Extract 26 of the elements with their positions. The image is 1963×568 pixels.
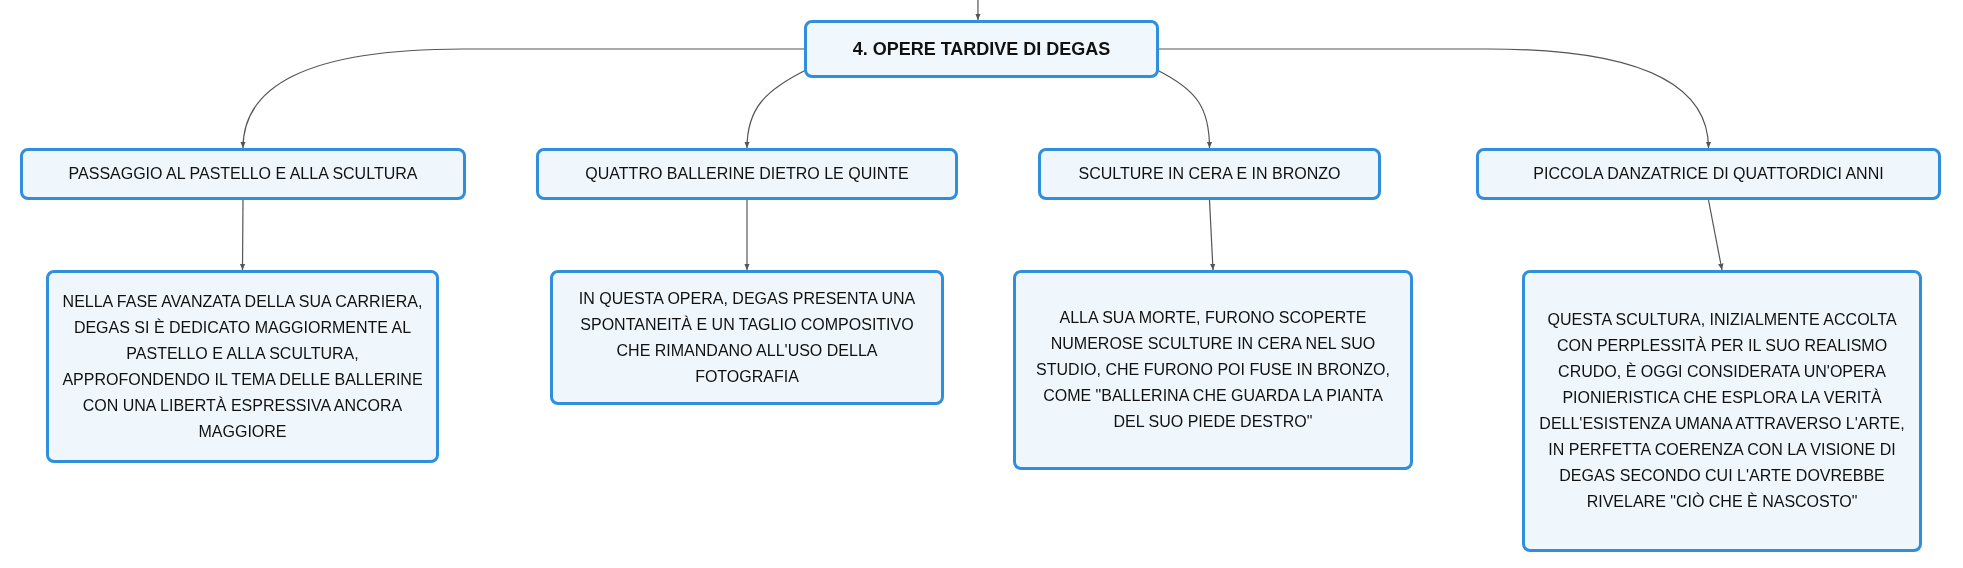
- topic-title: 4. OPERE TARDIVE DI DEGAS: [852, 38, 1111, 61]
- node-text: IN QUESTA OPERA, DEGAS PRESENTA UNA SPONTANEITÀ E UN TAGLIO COMPOSITIVO CHE RIMANDANO ALL'USO DELLA FOTOGRAFIA: [577, 288, 917, 387]
- connector-arrow: [239, 199, 246, 271]
- subtopic-box: [20, 148, 466, 200]
- connector-arrow: [1156, 69, 1212, 149]
- subtopic-box: [536, 148, 958, 200]
- topic-box: [804, 20, 1159, 78]
- node-text: NELLA FASE AVANZATA DELLA SUA CARRIERA, DEGAS SI È DEDICATO MAGGIORMENTE AL PASTELLO E ALLA SCULTURA, APPROFONDENDO IL TEMA DELLE BALLERINE CON UNA LIBERTÀ ESPRESSIVA ANCORA MAGGIORE: [61, 291, 424, 442]
- description-box: [1013, 270, 1413, 470]
- node-text: PASSAGGIO AL PASTELLO E ALLA SCULTURA: [68, 164, 418, 184]
- connector-arrow: [1208, 199, 1216, 271]
- connector-arrow: [1158, 48, 1711, 149]
- description-box: [550, 270, 944, 405]
- connector-arrow: [744, 199, 750, 271]
- node-text: SCULTURE IN CERA E IN BRONZO: [1078, 164, 1341, 184]
- node-text: ALLA SUA MORTE, FURONO SCOPERTE NUMEROSE SCULTURE IN CERA NEL SUO STUDIO, CHE FURONO POI FUSE IN BRONZO, COME "BALLERINA CHE GUARDA LA PIANTA DEL SUO PIEDE DESTRO": [1035, 308, 1391, 432]
- subtopic-box: [1038, 148, 1381, 200]
- node-text: QUATTRO BALLERINE DIETRO LE QUINTE: [585, 164, 909, 184]
- connector-arrow: [975, 0, 981, 21]
- description-box: [1522, 270, 1922, 552]
- node-text: PICCOLA DANZATRICE DI QUATTORDICI ANNI: [1533, 164, 1884, 184]
- description-box: [46, 270, 439, 463]
- connector-arrow: [240, 48, 805, 149]
- subtopic-box: [1476, 148, 1941, 200]
- node-text: QUESTA SCULTURA, INIZIALMENTE ACCOLTA CON PERPLESSITÀ PER IL SUO REALISMO CRUDO, È OGGI CONSIDERATA UN'OPERA PIONIERISTICA CHE ESPLORA LA VERITÀ DELL'ESISTENZA UMANA ATTRAVERSO L'ARTE, IN PERFETTA COERENZA CON LA VISIONE DI DEGAS SECONDO CUI L'ARTE DOVREBBE RIVELARE "CIÒ CHE È NASCOSTO": [1538, 310, 1906, 512]
- connector-arrow: [1707, 199, 1724, 271]
